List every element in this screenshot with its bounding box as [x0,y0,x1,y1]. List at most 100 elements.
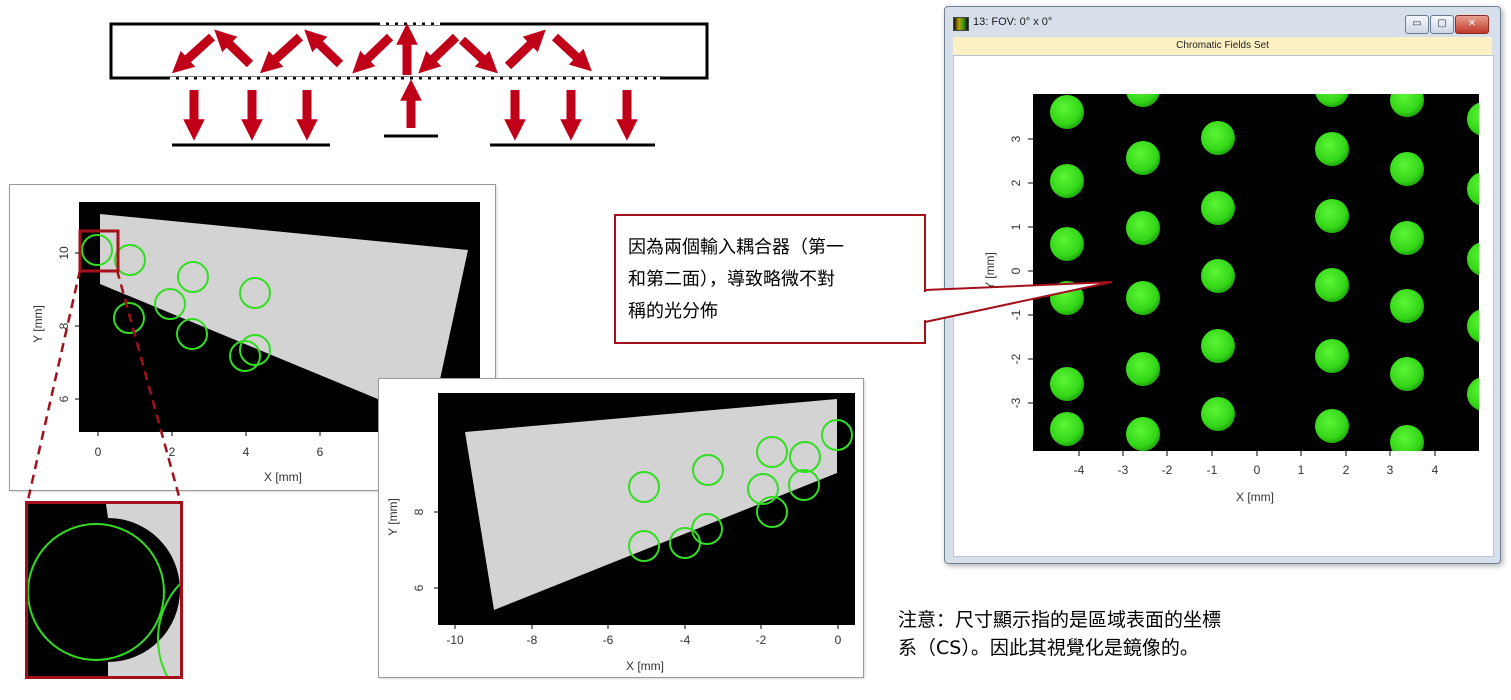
light-spot [1315,409,1349,443]
plot2-ylabel: Y [mm] [386,498,400,536]
light-spot [1467,377,1479,411]
inset-ring-partial [157,582,180,676]
callout-box: 因為兩個輸入耦合器（第一 和第二面），導致略微不對 稱的光分佈 [614,214,926,344]
fov-window: 13: FOV: 0° x 0° ▭ ▢ ✕ Chromatic Fields … [944,6,1501,564]
plot2-ytick: 6 [412,584,426,591]
light-spot [1201,121,1235,155]
plot1-ring [239,334,271,366]
plot2-ytick: 8 [412,508,426,515]
plot2-ring [628,530,660,562]
zigzag-arrow-8 [504,29,546,70]
plot2-xlabel: X [mm] [626,659,664,673]
win-xtick: 3 [1387,463,1394,477]
light-spot [1201,191,1235,225]
plot2-ring [628,471,660,503]
zigzag-arrow-5 [352,33,394,74]
light-spot [1390,94,1424,117]
plot2-xtick: 0 [835,633,842,647]
plot1-ylabel: Y [mm] [31,305,45,343]
light-spot [1390,289,1424,323]
zoom-inset [25,501,183,679]
plot1-ytick: 10 [57,246,71,260]
plot2-ring [756,496,788,528]
waveguide-arrow-diagram [109,21,709,147]
light-spot [1467,102,1479,136]
window-title: 13: FOV: 0° x 0° [973,16,1053,28]
light-spot [1390,357,1424,391]
win-xtick: -3 [1118,463,1129,477]
light-spot [1467,309,1479,343]
plot1-ring [81,234,113,266]
zoom-connector [26,269,182,501]
light-spot [1315,132,1349,166]
light-spot [1050,95,1084,129]
plot2-ring [756,436,788,468]
plot2-ring [747,473,779,505]
plot1-ring [177,261,209,293]
plot1-ring [239,277,271,309]
light-spot [1126,281,1160,315]
plot2-xtick: -4 [680,633,691,647]
light-spot [1390,425,1424,451]
light-spot [1315,199,1349,233]
spot-grid [1050,94,1479,451]
note-line: 注意：尺寸顯示指的是區域表面的坐標 [898,609,1222,631]
plot1-xtick: 2 [169,445,176,459]
plot2-ring [789,441,821,473]
zigzag-arrow-2 [214,29,254,68]
callout-line: 和第二面），導致略微不對 [628,269,835,290]
win-xtick: -2 [1162,463,1173,477]
win-ytick: 0 [1009,267,1023,274]
minimize-button[interactable]: ▭ [1405,15,1429,34]
plot2-xtick: -6 [603,633,614,647]
plot1-coupler-region [100,214,468,421]
light-spot [1201,397,1235,431]
win-ylabel: Y [mm] [983,252,997,290]
plot2-ring [788,469,820,501]
inset-ring-large [28,523,165,661]
win-xtick: -4 [1074,463,1085,477]
coupler-plot-2: -10 -8 -6 -4 -2 0 8 6 X [mm] Y [mm] [378,378,864,678]
win-ytick: -1 [1009,309,1023,320]
callout-line: 稱的光分佈 [628,301,718,322]
plot2-xtick: -10 [446,633,464,647]
plot1-zoom-box [78,229,120,273]
callout-pointer [924,281,1113,324]
light-spot [1315,268,1349,302]
win-ytick: -2 [1009,353,1023,364]
zigzag-arrow-9 [551,33,592,72]
win-ytick: 2 [1009,179,1023,186]
plot2-xtick: -8 [527,633,538,647]
plot2-coupler-region [465,399,837,610]
callout-text: 因為兩個輸入耦合器（第一 和第二面），導致略微不對 稱的光分佈 [628,232,918,328]
inset-coupler-edge [106,504,180,676]
callout-pointer-cover [922,292,928,320]
plot1-xtick: 6 [317,445,324,459]
plot2-ring [821,419,853,451]
win-ytick: -3 [1009,397,1023,408]
light-spot [1390,221,1424,255]
window-plot-area: -4 -3 -2 -1 0 1 2 3 4 3 2 1 0 -1 -2 -3 X… [953,55,1494,557]
light-spot [1201,259,1235,293]
win-xlabel: X [mm] [1236,490,1274,504]
close-button[interactable]: ✕ [1455,15,1489,34]
win-xtick: 4 [1432,463,1439,477]
window-titlebar[interactable]: 13: FOV: 0° x 0° ▭ ▢ ✕ [945,7,1500,37]
light-spot [1467,242,1479,276]
light-spot [1201,329,1235,363]
plot1-ring [229,340,261,372]
plot1-xtick: 0 [95,445,102,459]
win-xtick: 1 [1298,463,1305,477]
light-spot [1126,141,1160,175]
maximize-button[interactable]: ▢ [1430,15,1454,34]
light-spot [1050,367,1084,401]
plot2-ring [669,527,701,559]
plot1-ring [154,288,186,320]
light-spot [1126,94,1160,107]
win-xtick: -1 [1207,463,1218,477]
plot1-ytick: 6 [57,395,71,402]
light-spot [1050,227,1084,261]
plot1-ring [114,244,146,276]
note-text: 注意：尺寸顯示指的是區域表面的坐標 系（CS）。因此其視覺化是鏡像的。 [898,606,1318,662]
win-xtick: 0 [1254,463,1261,477]
